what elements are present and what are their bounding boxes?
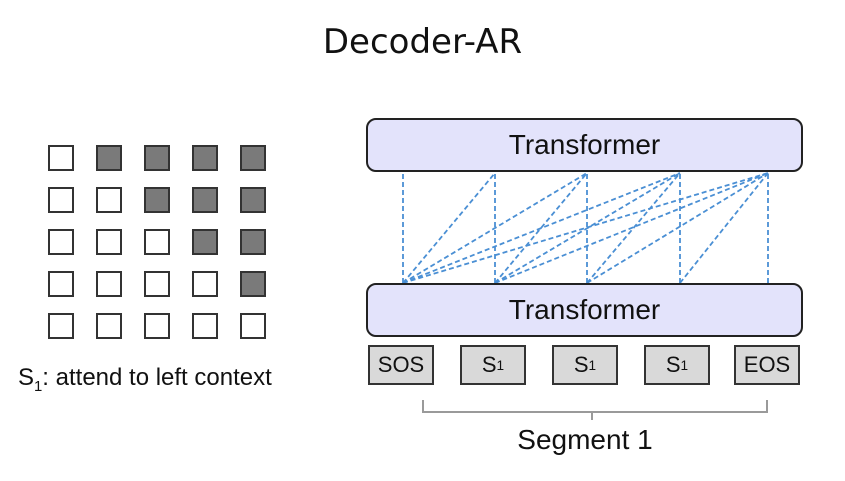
visible-cell [48, 271, 74, 297]
masked-cell [192, 145, 218, 171]
visible-cell [48, 313, 74, 339]
masked-cell [240, 271, 266, 297]
input-token: EOS [734, 345, 800, 385]
masked-cell [240, 229, 266, 255]
segment-label: Segment 1 [517, 424, 653, 455]
visible-cell [48, 187, 74, 213]
masked-cell [144, 145, 170, 171]
visible-cell [144, 271, 170, 297]
diagram-title: Decoder-AR [322, 22, 523, 62]
visible-cell [96, 271, 122, 297]
token-label: S [573, 352, 589, 377]
transformer-top-block: Transformer [366, 118, 803, 172]
attention-line [494, 172, 769, 284]
input-token: SOS [368, 345, 434, 385]
visible-cell [96, 187, 122, 213]
visible-cell [144, 229, 170, 255]
visible-cell [240, 313, 266, 339]
bracket-path [422, 400, 768, 420]
attention-line [586, 172, 681, 284]
token-subscript: 1 [588, 357, 597, 373]
attention-line [402, 172, 588, 284]
caption-text: : attend to left context [42, 364, 272, 391]
masked-cell [96, 145, 122, 171]
token-label: EOS [743, 352, 791, 377]
masked-cell [240, 145, 266, 171]
mask-caption: S1: attend to left context [18, 364, 272, 395]
masked-cell [240, 187, 266, 213]
transformer-bottom-block: Transformer [366, 283, 803, 337]
attention-line [402, 172, 681, 284]
token-label: S [481, 352, 497, 377]
visible-cell [96, 229, 122, 255]
token-subscript: 1 [680, 357, 689, 373]
transformer-bottom-label: Transformer [508, 294, 661, 325]
caption-base: S [18, 364, 35, 391]
masked-cell [144, 187, 170, 213]
visible-cell [48, 229, 74, 255]
visible-cell [192, 313, 218, 339]
masked-cell [192, 187, 218, 213]
token-label: S [665, 352, 681, 377]
token-subscript: 1 [496, 357, 505, 373]
token-label: SOS [377, 352, 425, 377]
visible-cell [192, 271, 218, 297]
visible-cell [48, 145, 74, 171]
caption-subscript: 1 [34, 378, 43, 395]
visible-cell [96, 313, 122, 339]
transformer-top-label: Transformer [508, 129, 661, 160]
masked-cell [192, 229, 218, 255]
attention-line [586, 172, 769, 284]
attention-mask-matrix [48, 145, 274, 345]
visible-cell [144, 313, 170, 339]
